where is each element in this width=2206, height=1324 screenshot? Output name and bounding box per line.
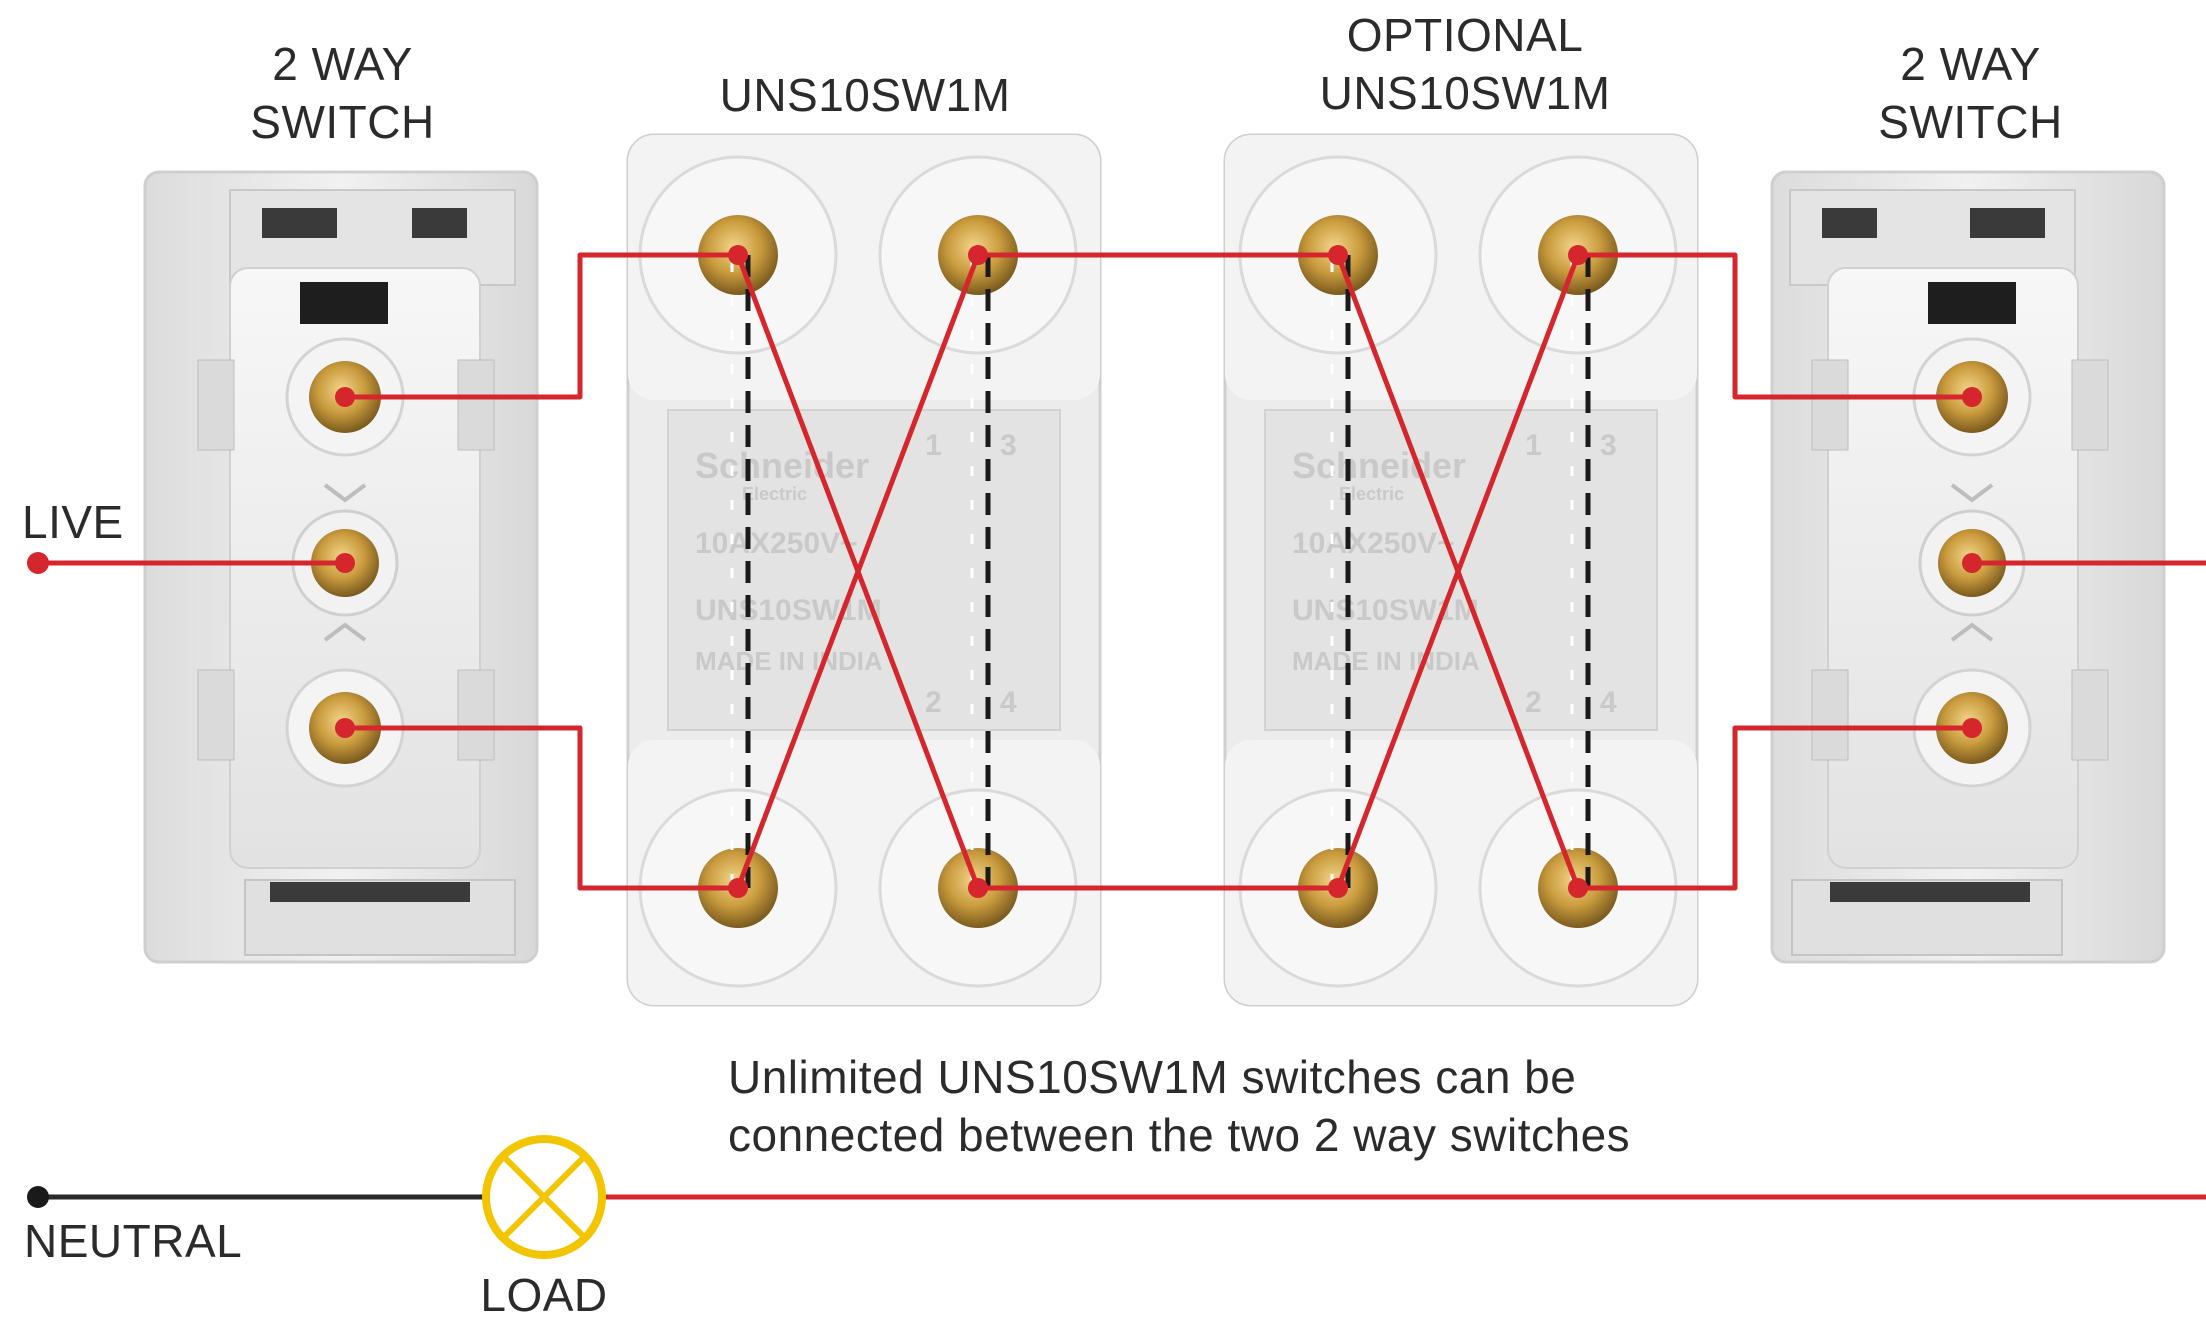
note-line1: Unlimited UNS10SW1M switches can be [728, 1051, 1577, 1103]
terminal-number-1b: 1 [1525, 429, 1542, 462]
body-rating-2: 10AX250V~ [1292, 527, 1455, 560]
terminal-number-3b: 3 [1600, 429, 1617, 462]
intermediate-switch-uns10sw1m: Schneider Electric 10AX250V~ UNS10SW1M M… [626, 133, 1102, 1007]
body-origin-2: MADE IN INDIA [1292, 646, 1480, 676]
body-brand-1: Schneider [695, 445, 869, 486]
right-switch-label: 2 WAY SWITCH [1828, 35, 2113, 151]
left-switch-label-line1: 2 WAY [272, 38, 413, 90]
optional-switch-label: OPTIONAL UNS10SW1M [1260, 6, 1670, 122]
optional-switch-label-line1: OPTIONAL [1346, 9, 1584, 61]
live-wiring [38, 252, 2206, 1200]
note-line2: connected between the two 2 way switches [728, 1109, 1631, 1161]
body-brand-sub-2: Electric [1339, 484, 1404, 504]
body-rating-1: 10AX250V~ [695, 527, 858, 560]
optional-switch-label-line2: UNS10SW1M [1319, 67, 1611, 119]
left-switch-label-line2: SWITCH [250, 96, 435, 148]
body-model-2: UNS10SW1M [1292, 594, 1479, 627]
load-lamp-icon [482, 1135, 606, 1259]
left-two-way-switch [143, 170, 539, 964]
neutral-label: NEUTRAL [24, 1215, 243, 1267]
terminal-number-4b: 4 [1600, 686, 1617, 719]
terminal-number-4a: 4 [1000, 686, 1017, 719]
right-switch-label-line1: 2 WAY [1900, 38, 2041, 90]
wire-junction-dots [27, 245, 1982, 898]
right-switch-label-line2: SWITCH [1878, 96, 2063, 148]
terminal-number-2b: 2 [1525, 686, 1542, 719]
neutral-wiring [27, 1186, 484, 1208]
body-origin-1: MADE IN INDIA [695, 646, 883, 676]
left-switch-label: 2 WAY SWITCH [200, 35, 485, 151]
terminal-number-3a: 3 [1000, 429, 1017, 462]
terminal-number-2a: 2 [925, 686, 942, 719]
terminal-number-1a: 1 [925, 429, 942, 462]
body-brand-sub-1: Electric [742, 484, 807, 504]
intermediate-switch-label: UNS10SW1M [719, 69, 1011, 121]
note-text: Unlimited UNS10SW1M switches can be conn… [728, 1048, 1728, 1164]
body-model-1: UNS10SW1M [695, 594, 882, 627]
load-label: LOAD [480, 1269, 608, 1321]
live-label: LIVE [22, 496, 124, 548]
body-brand-2: Schneider [1292, 445, 1466, 486]
internal-contact-links [745, 255, 1591, 888]
